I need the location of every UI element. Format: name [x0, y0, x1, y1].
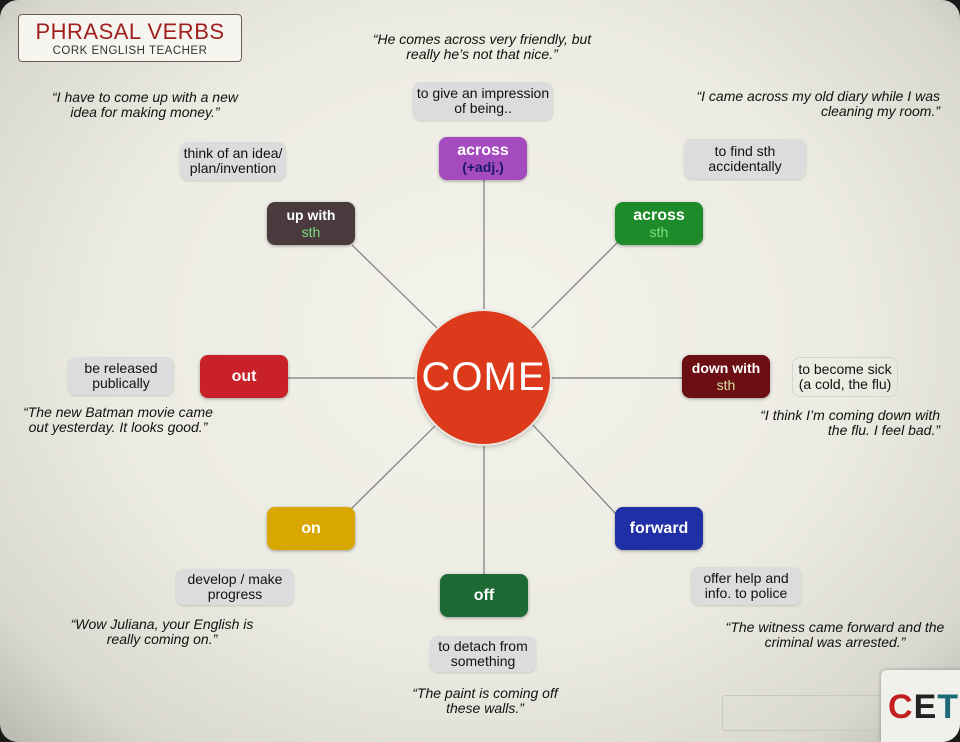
verb-down-with: down with sth [682, 355, 770, 398]
verb-on: on [267, 507, 355, 550]
verb-across-adj: across (+adj.) [439, 137, 527, 180]
faint-banner [722, 695, 884, 731]
verb-across-sth: across sth [615, 202, 703, 245]
logo-box [881, 670, 960, 742]
object-label: sth [301, 223, 321, 240]
example-on: “Wow Juliana, your English is really com… [70, 616, 254, 647]
hub-label: COME [421, 355, 546, 399]
definition-forward: offer help and info. to police [691, 567, 801, 605]
definition-out: be released publically [68, 357, 174, 395]
cet-logo: CET [888, 688, 959, 727]
object-label: sth [716, 376, 736, 393]
particle-label: across [633, 206, 685, 224]
logo-letter-t: T [937, 688, 960, 726]
example-down-with: “I think I’m coming down with the flu. I… [760, 407, 940, 438]
hub-come: COME [417, 311, 550, 444]
verb-off: off [440, 574, 528, 617]
particle-label: down with [691, 359, 761, 376]
definition-off: to detach from something [430, 636, 536, 672]
example-forward: “The witness came forward and the crimin… [725, 619, 945, 650]
diagram-subtitle: CORK ENGLISH TEACHER [52, 45, 208, 57]
particle-label: up with [286, 206, 336, 223]
example-across-adj: “He comes across very friendly, but real… [372, 31, 592, 62]
connector-across-sth [531, 239, 621, 329]
connector-on [349, 423, 438, 511]
definition-down-with: to become sick (a cold, the flu) [792, 357, 898, 397]
object-label: sth [649, 223, 669, 240]
example-out: “The new Batman movie came out yesterday… [23, 404, 213, 435]
example-across-sth: “I came across my old diary while I was … [696, 88, 940, 119]
logo-letter-c: C [888, 688, 914, 726]
particle-label: forward [629, 520, 689, 537]
definition-on: develop / make progress [176, 569, 294, 605]
definition-up-with: think of an idea/ plan/invention [180, 142, 286, 180]
example-off: “The paint is coming off these walls.” [412, 685, 558, 716]
particle-label: across [457, 141, 509, 159]
verb-out: out [200, 355, 288, 398]
connector-up-with [351, 244, 438, 329]
verb-forward: forward [615, 507, 703, 550]
connector-forward [531, 423, 617, 515]
example-up-with: “I have to come up with a new idea for m… [52, 89, 238, 120]
particle-label: off [473, 587, 495, 604]
object-label: (+adj.) [462, 158, 504, 175]
particle-label: out [231, 368, 257, 385]
definition-across-adj: to give an impression of being.. [413, 82, 553, 120]
particle-label: on [301, 520, 321, 537]
verb-up-with: up with sth [267, 202, 355, 245]
diagram-title: PHRASAL VERBS [35, 19, 225, 44]
title-box: PHRASAL VERBS CORK ENGLISH TEACHER [18, 14, 242, 62]
logo-letter-e: E [913, 688, 938, 726]
definition-across-sth: to find sth accidentally [684, 139, 806, 179]
